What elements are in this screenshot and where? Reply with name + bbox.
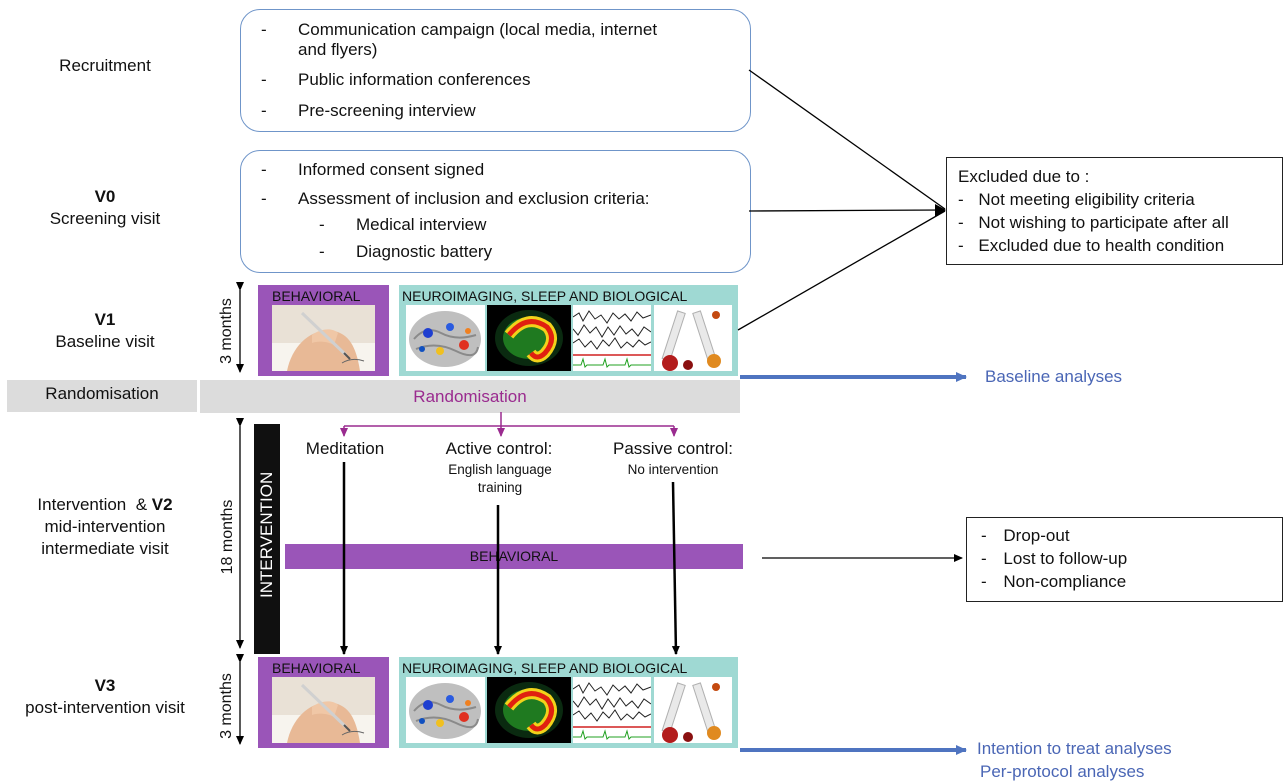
v1-name: Baseline visit bbox=[55, 332, 155, 351]
stage-v2: Intervention & V2 mid-intervention inter… bbox=[5, 494, 205, 560]
bullet-dash: - bbox=[958, 190, 964, 209]
pp-analyses-label: Per-protocol analyses bbox=[980, 762, 1145, 781]
stage-v1: V1 Baseline visit bbox=[20, 309, 190, 353]
mid-behavioral-label: BEHAVIORAL bbox=[469, 548, 559, 564]
arm-passive-title: Passive control: bbox=[613, 439, 733, 458]
v0-name: Screening visit bbox=[49, 209, 161, 228]
screening-exclusion-line bbox=[748, 209, 946, 212]
baseline-analyses-label: Baseline analyses bbox=[985, 367, 1123, 386]
screening-subitem-text: Medical interview bbox=[356, 215, 487, 234]
baseline-neuro-panel: NEUROIMAGING, SLEEP AND BIOLOGICAL bbox=[399, 285, 738, 376]
screening-box: - Informed consent signed - Assessment o… bbox=[240, 150, 751, 273]
intervention-bar bbox=[254, 424, 280, 654]
bullet-dash: - bbox=[958, 236, 964, 255]
exclusion-join-arrowhead bbox=[935, 204, 946, 217]
randomisation-stage-label: Randomisation bbox=[45, 384, 159, 403]
eeg-trace-image bbox=[573, 677, 651, 743]
exclusion-box: Excluded due to : - Not meeting eligibil… bbox=[946, 157, 1283, 265]
recruitment-box: - Communication campaign (local media, i… bbox=[240, 9, 751, 132]
exclusion-item-text: Not wishing to participate after all bbox=[978, 213, 1229, 232]
screening-item-text: Assessment of inclusion and exclusion cr… bbox=[298, 189, 650, 208]
stage-recruitment-label: Recruitment bbox=[59, 56, 151, 75]
stage-v3: V3 post-intervention visit bbox=[5, 675, 205, 719]
v2-code: V2 bbox=[151, 495, 173, 514]
itt-analyses-label: Intention to treat analyses bbox=[977, 739, 1172, 758]
bullet-dash: - bbox=[958, 213, 964, 232]
pet-scan-image bbox=[487, 677, 571, 743]
randomisation-center-label: Randomisation bbox=[413, 387, 527, 406]
exclusion-item-text: Excluded due to health condition bbox=[978, 236, 1225, 255]
bullet-dash: - bbox=[261, 101, 267, 120]
v0-code: V0 bbox=[94, 187, 116, 206]
bullet-dash: - bbox=[261, 70, 267, 89]
post-behavioral-panel: BEHAVIORAL bbox=[258, 657, 389, 748]
writing-hand-image bbox=[272, 677, 375, 743]
blood-tubes-image bbox=[654, 305, 732, 371]
writing-hand-image bbox=[272, 305, 375, 371]
randomisation-label-bar: Randomisation bbox=[7, 380, 197, 412]
dropout-item: - Drop-out bbox=[981, 525, 1070, 547]
exclusion-title: Excluded due to : bbox=[958, 167, 1090, 186]
post-behavioral-title: BEHAVIORAL bbox=[272, 660, 361, 676]
bullet-dash: - bbox=[981, 572, 987, 591]
dropout-item: - Lost to follow-up bbox=[981, 548, 1127, 570]
baseline-behavioral-title: BEHAVIORAL bbox=[272, 288, 361, 304]
screening-subitem-text: Diagnostic battery bbox=[356, 242, 493, 261]
v2-line2: mid-intervention bbox=[44, 517, 166, 536]
pet-scan-image bbox=[487, 305, 571, 371]
eeg-trace-image bbox=[573, 305, 651, 371]
bullet-dash: - bbox=[319, 242, 325, 261]
v3-name: post-intervention visit bbox=[25, 698, 185, 717]
v2-line3: intermediate visit bbox=[41, 539, 169, 558]
blood-tubes-image bbox=[654, 677, 732, 743]
post-neuro-title: NEUROIMAGING, SLEEP AND BIOLOGICAL bbox=[402, 660, 688, 676]
recruitment-item-text: Public information conferences bbox=[298, 70, 531, 89]
dropout-box: - Drop-out - Lost to follow-up - Non-com… bbox=[966, 517, 1283, 602]
v3-code: V3 bbox=[94, 676, 116, 695]
recruitment-item-text: and flyers) bbox=[298, 40, 378, 59]
bullet-dash: - bbox=[981, 549, 987, 568]
stage-recruitment: Recruitment bbox=[20, 55, 190, 77]
bullet-dash: - bbox=[261, 160, 267, 179]
arm-active-title: Active control: bbox=[445, 439, 553, 458]
v2-prefix: Intervention & bbox=[37, 495, 152, 514]
dropout-item-text: Lost to follow-up bbox=[1003, 549, 1128, 568]
dropout-item-text: Non-compliance bbox=[1003, 572, 1127, 591]
recruitment-item-text: Communication campaign (local media, int… bbox=[298, 20, 658, 39]
exclusion-item-text: Not meeting eligibility criteria bbox=[978, 190, 1195, 209]
bullet-dash: - bbox=[319, 215, 325, 234]
v1-code: V1 bbox=[94, 310, 116, 329]
arm-passive-sub: No intervention bbox=[627, 462, 719, 477]
exclusion-item: - Excluded due to health condition bbox=[958, 235, 1224, 257]
dropout-item: - Non-compliance bbox=[981, 571, 1126, 593]
recruitment-exclusion-line bbox=[748, 69, 946, 210]
bullet-dash: - bbox=[261, 189, 267, 208]
exclusion-item: - Not meeting eligibility criteria bbox=[958, 189, 1195, 211]
randomisation-main-bar: Randomisation bbox=[200, 380, 740, 413]
bullet-dash: - bbox=[261, 20, 267, 39]
baseline-exclusion-line bbox=[737, 210, 946, 331]
screening-item-text: Informed consent signed bbox=[298, 160, 485, 179]
exclusion-item: - Not wishing to participate after all bbox=[958, 212, 1229, 234]
arm-meditation: Meditation bbox=[305, 439, 385, 458]
dropout-item-text: Drop-out bbox=[1003, 526, 1070, 545]
brain-map-image bbox=[406, 677, 485, 743]
arm-active-sub: English language training bbox=[448, 462, 552, 495]
stage-v0: V0 Screening visit bbox=[20, 186, 190, 230]
recruitment-item-text: Pre-screening interview bbox=[298, 101, 476, 120]
baseline-neuro-title: NEUROIMAGING, SLEEP AND BIOLOGICAL bbox=[402, 288, 688, 304]
brain-map-image bbox=[406, 305, 485, 371]
bullet-dash: - bbox=[981, 526, 987, 545]
post-neuro-panel: NEUROIMAGING, SLEEP AND BIOLOGICAL bbox=[399, 657, 738, 748]
mid-behavioral-bar: BEHAVIORAL bbox=[285, 544, 743, 569]
baseline-behavioral-panel: BEHAVIORAL bbox=[258, 285, 389, 376]
passive-arrow bbox=[671, 481, 680, 655]
